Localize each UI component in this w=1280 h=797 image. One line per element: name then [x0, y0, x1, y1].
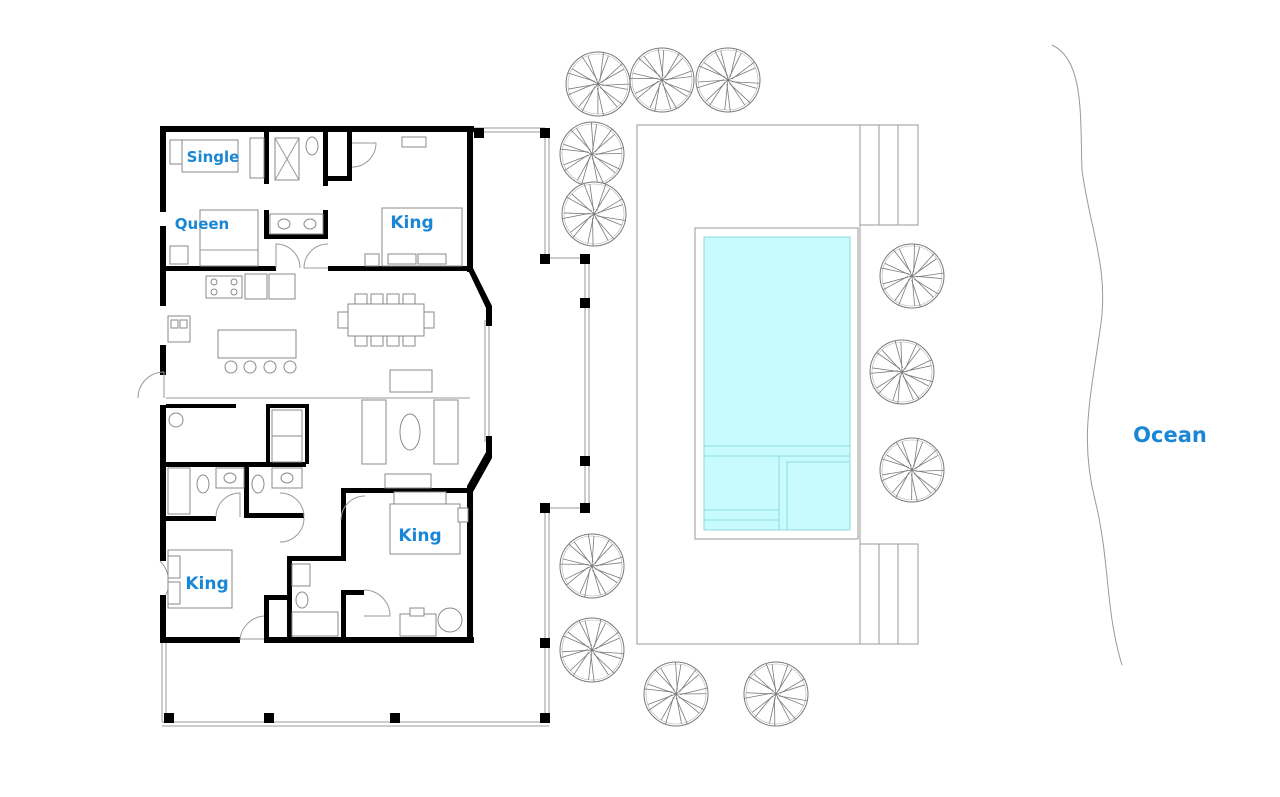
- palm-tree: [559, 121, 625, 187]
- bay-walls: [467, 268, 492, 492]
- palm-tree: [879, 437, 945, 503]
- palm-tree: [643, 661, 709, 727]
- palm-tree: [565, 51, 631, 117]
- pool: [694, 227, 859, 540]
- palm-tree: [695, 47, 761, 113]
- label-queen: Queen: [175, 215, 229, 233]
- furniture: [167, 136, 469, 637]
- palm-tree: [629, 47, 695, 113]
- label-king-mid: King: [398, 526, 441, 546]
- label-king-top: King: [390, 213, 433, 233]
- columns: [164, 128, 590, 723]
- label-king-bottom: King: [185, 574, 228, 594]
- doors: [137, 142, 391, 641]
- room-labels: Single Queen King King King Ocean: [175, 148, 1207, 594]
- palm-tree: [879, 243, 945, 309]
- label-ocean: Ocean: [1133, 423, 1207, 447]
- palm-tree: [559, 533, 625, 599]
- walls: [160, 126, 474, 643]
- label-single: Single: [187, 148, 240, 166]
- shoreline: [1051, 44, 1123, 666]
- palm-tree: [559, 617, 625, 683]
- palm-trees: [559, 47, 945, 727]
- pool-deck: [636, 124, 919, 645]
- palm-tree: [869, 339, 935, 405]
- pool-water: [703, 236, 851, 531]
- palm-tree: [743, 661, 809, 727]
- palm-tree: [561, 181, 627, 247]
